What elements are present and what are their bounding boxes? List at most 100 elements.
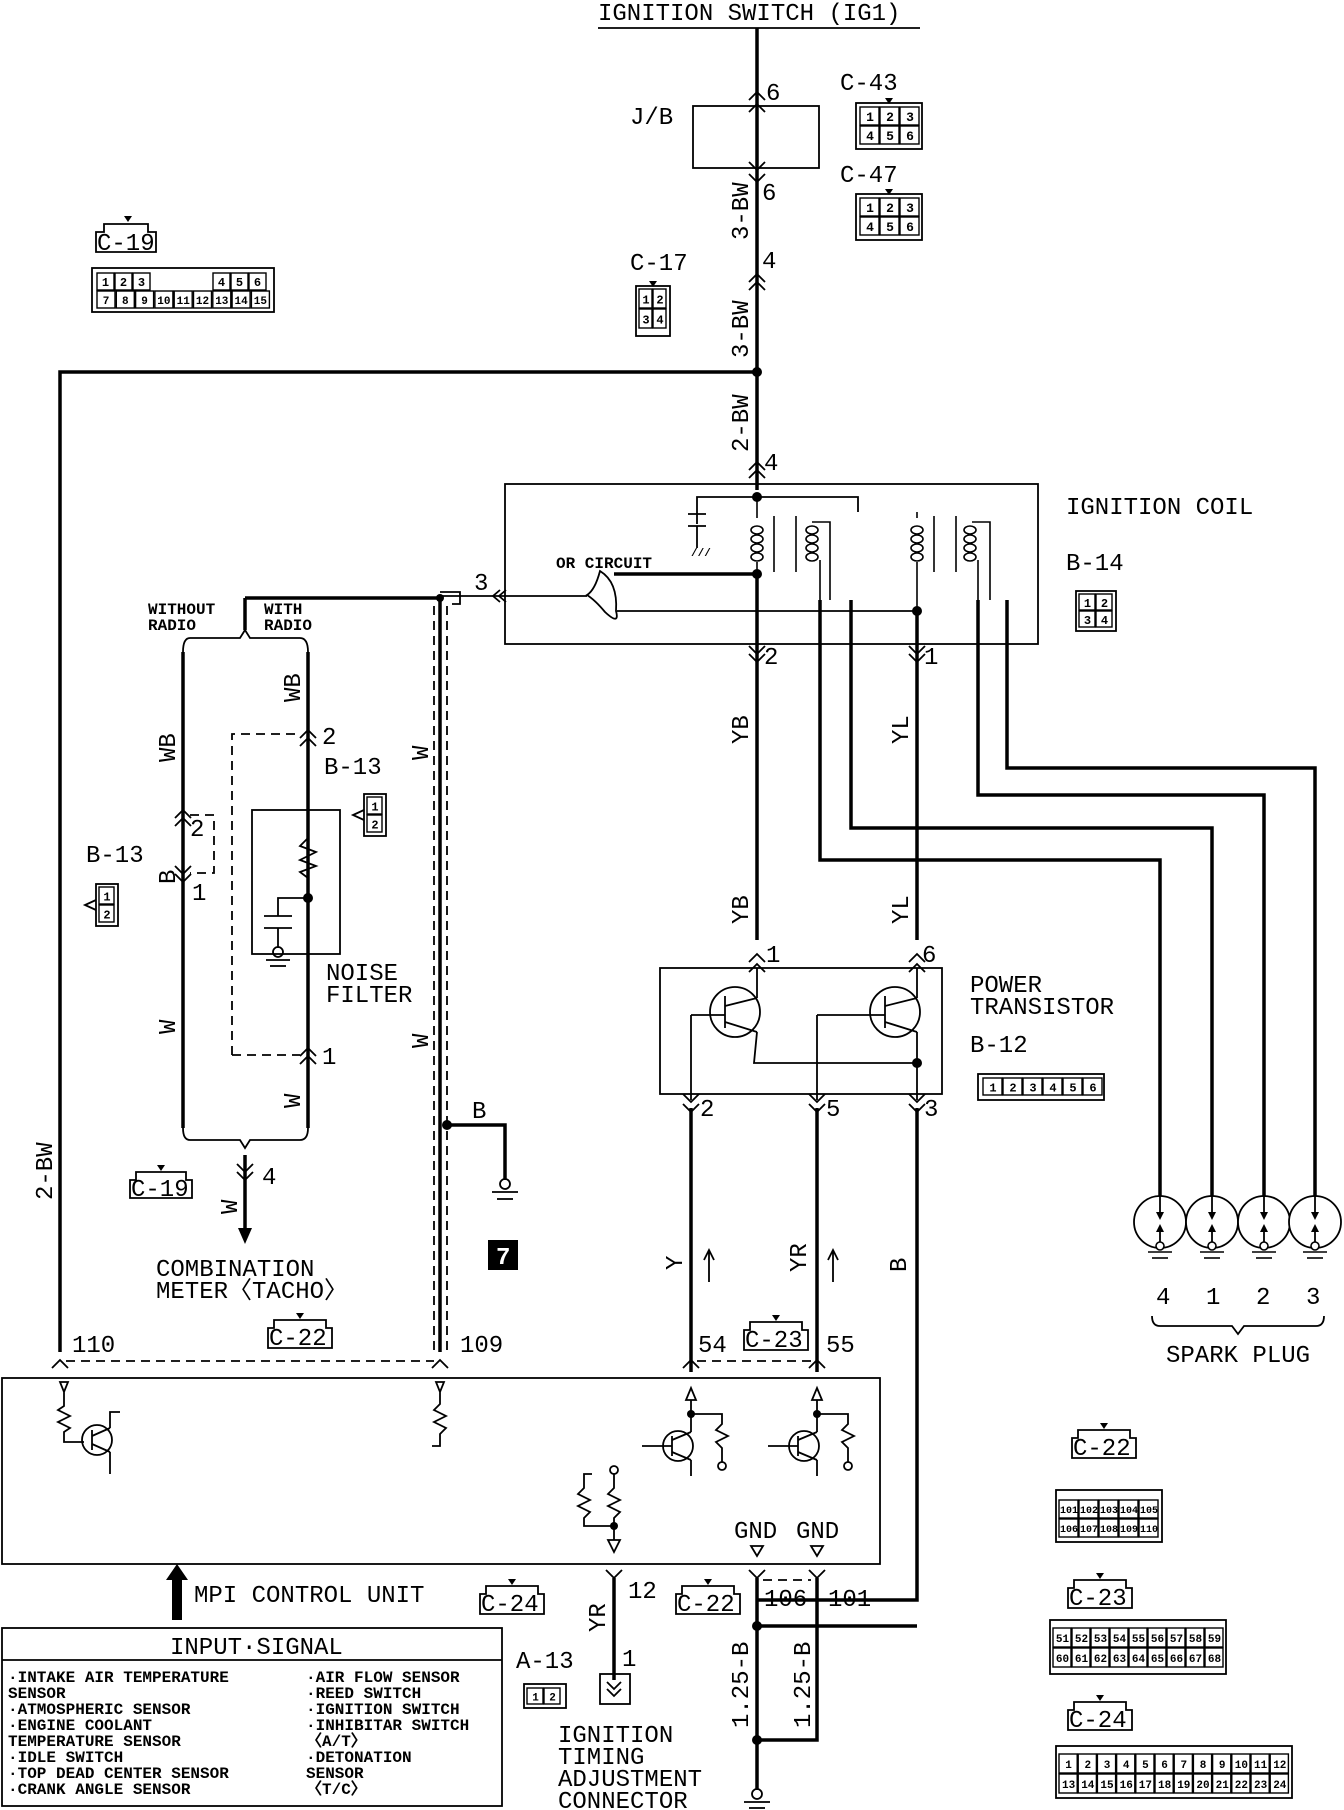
connector-pin-cell — [1173, 1773, 1194, 1794]
connector-pin-number: 2 — [886, 110, 894, 125]
connector-pin-cell — [1147, 1647, 1167, 1668]
c47-label: C-47 — [840, 163, 898, 190]
ecu-110-arrow — [51, 1358, 69, 1369]
connector-pin-cell — [212, 290, 232, 309]
c19-meter-tag: C-19 — [129, 1165, 193, 1204]
coil-winding-icon — [910, 543, 924, 553]
connector-pin-number: 10 — [157, 296, 170, 308]
meter-pin4-arrow — [236, 1163, 254, 1182]
coil-winding-icon — [805, 525, 819, 535]
coil-pin2-arrow — [748, 645, 766, 664]
connector-pin-cell — [1058, 1518, 1079, 1538]
connector-pin-cell — [1082, 1077, 1103, 1096]
connector-pin-number: 12 — [196, 296, 209, 308]
spark-plug-4 — [1288, 1195, 1342, 1259]
connector-pin-cell — [638, 308, 653, 329]
connector-pin-cell — [250, 290, 271, 309]
connector-pin-cell — [366, 796, 383, 815]
input-signal-item: ·ATMOSPHERIC SENSOR — [8, 1701, 191, 1719]
connector-pin-cell — [1135, 1773, 1155, 1794]
connector-pin-cell — [1098, 1499, 1119, 1519]
ignition-coil-box — [504, 483, 1039, 645]
connector-pin-cell — [879, 125, 900, 145]
ecu-pin-55: 55 — [826, 1333, 855, 1360]
coil-winding-icon — [750, 534, 764, 544]
timing-connector-label-2: TIMING — [558, 1745, 644, 1772]
coil-winding-icon — [963, 534, 977, 544]
connector-pin-number: 3 — [138, 276, 145, 290]
meter-arrow-icon — [238, 1228, 252, 1244]
connector-pin-number: 6 — [906, 220, 914, 235]
connector-pin-number: 101 — [1060, 1506, 1078, 1517]
connector-pin-cell — [1231, 1753, 1251, 1774]
wire-w-shield-label: W — [409, 1033, 436, 1048]
jb-pin-in: 6 — [766, 81, 780, 108]
connector-pin-cell — [98, 886, 115, 905]
connector-pin-cell — [1078, 593, 1096, 611]
ecu-input-12-circuit-icon — [575, 1465, 623, 1555]
coil-winding-icon — [910, 525, 924, 535]
connector-pin-number: 5 — [1069, 1081, 1076, 1095]
wire-ground-101 — [757, 1578, 819, 1742]
connector-pin-cell — [1096, 1753, 1117, 1774]
connector-pin-cell — [859, 106, 880, 126]
jb-pin-out: 6 — [762, 181, 776, 208]
connector-pin-cell — [1077, 1773, 1098, 1794]
input-signal-item: SENSOR — [8, 1685, 66, 1703]
coil-pin3: 3 — [474, 571, 488, 598]
shield-node — [436, 594, 444, 602]
connector-pin-cell — [1211, 1773, 1232, 1794]
connector-pin-number: 24 — [1273, 1780, 1287, 1792]
b13-right-label: B-13 — [324, 755, 382, 782]
connector-pin-cell — [1138, 1518, 1159, 1538]
timing-connector-label-1: IGNITION — [558, 1723, 673, 1750]
ground-node-2 — [752, 1735, 762, 1745]
connector-pin-cell — [1095, 593, 1113, 611]
connector-pin-number: 2 — [120, 276, 127, 290]
wire-wb-right: WB — [281, 673, 308, 702]
timing-connector-label-4: CONNECTOR — [558, 1789, 688, 1810]
svg-text:C-22: C-22 — [677, 1592, 735, 1619]
connector-pin-number: 13 — [1062, 1780, 1076, 1792]
connector-pin-number: 63 — [1113, 1654, 1127, 1666]
connector-pin-cell — [1185, 1627, 1205, 1648]
connector-pin-cell — [899, 216, 920, 236]
connector-pin-number: 2 — [656, 293, 663, 307]
connector-pin-number: 15 — [254, 296, 268, 308]
connector-pin-number: 64 — [1132, 1654, 1146, 1666]
meter-join-brace — [182, 1127, 309, 1150]
connector-pin-cell — [134, 290, 155, 309]
connector-pin-cell — [1204, 1647, 1224, 1668]
connector-pin-number: 9 — [141, 296, 148, 308]
or-circuit-label: OR CIRCUIT — [556, 555, 652, 573]
ecu-pin-12: 12 — [628, 1579, 657, 1606]
connector-pin-number: 1 — [989, 1081, 996, 1095]
connector-pin-number: 20 — [1196, 1780, 1209, 1792]
connector-pin-cell — [1204, 1627, 1224, 1648]
meter-pin4: 4 — [262, 1165, 276, 1192]
connector-pin-number: 6 — [254, 276, 261, 290]
connector-pin-number: 61 — [1075, 1654, 1089, 1666]
connector-pin-cell — [1154, 1773, 1174, 1794]
secondary-lead — [812, 521, 831, 600]
combination-meter-2: METER〈TACHO〉 — [156, 1278, 348, 1306]
connector-pin-number: 4 — [1123, 1760, 1130, 1772]
connector-pin-cell — [1118, 1499, 1139, 1519]
ecu-pin-109: 109 — [460, 1333, 503, 1360]
without-radio-1: WITHOUT — [148, 601, 216, 619]
spark-plugs — [1133, 1195, 1342, 1259]
connector-pin-cell — [115, 290, 136, 309]
connector-pin-cell — [366, 814, 383, 833]
connector-pin-cell — [1269, 1753, 1290, 1774]
capacitor-ground-icon: /// — [691, 548, 711, 560]
connector-pin-number: 22 — [1235, 1780, 1248, 1792]
spark-plug-label: SPARK PLUG — [1166, 1343, 1310, 1370]
connector-pin-number: 67 — [1189, 1654, 1202, 1666]
input-signal-item: SENSOR — [306, 1765, 364, 1783]
noise-filter-box — [251, 809, 341, 955]
connector-pin-number: 4 — [656, 313, 663, 327]
connector-pin-number: 6 — [906, 129, 914, 144]
wire-w-left-label: W — [156, 1019, 183, 1034]
connector-pin-number: 19 — [1177, 1780, 1190, 1792]
